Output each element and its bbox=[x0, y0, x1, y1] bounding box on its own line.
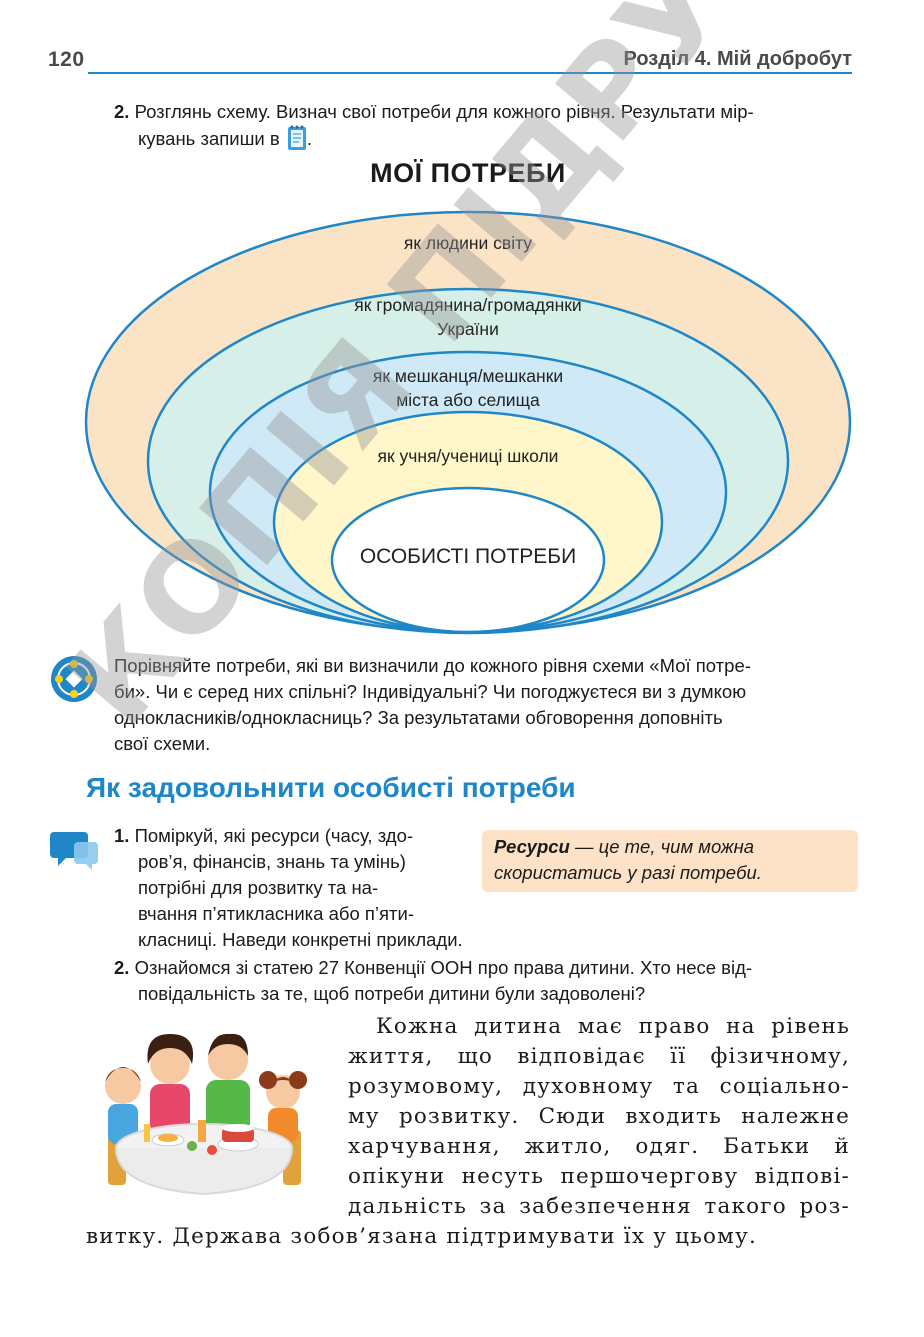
level-citizen-label-2: України bbox=[437, 319, 499, 339]
level-citizen-label-1: як громадянина/громадянки bbox=[354, 295, 582, 315]
task-2-instruction: 2. Розглянь схему. Визнач свої потреби д… bbox=[114, 99, 854, 125]
level-resident-label-1: як мешканця/мешканки bbox=[372, 366, 564, 386]
discussion-text: Порівняйте потреби, які ви визначили до … bbox=[114, 653, 852, 757]
section-heading: Як задовольнити особисті потреби bbox=[86, 772, 576, 803]
task-1: 1. Поміркуй, які ресурси (часу, здо- ров… bbox=[114, 823, 466, 953]
task-1-number: 1. bbox=[114, 825, 130, 846]
definition-term: Ресурси bbox=[494, 836, 570, 857]
article-line1: Кожна дитина має право на рівень bbox=[376, 1014, 850, 1039]
article-line3: розумовому, духовному та соціально- bbox=[348, 1074, 850, 1099]
section-title: Розділ 4. Мій добробут bbox=[623, 48, 852, 70]
speech-bubbles-icon bbox=[50, 830, 100, 877]
article-excerpt: Кожна дитина має право на рівень життя, … bbox=[348, 1012, 850, 1222]
article-line5: харчування, житло, одяг. Батьки й bbox=[348, 1134, 850, 1159]
discussion-line4: свої схеми. bbox=[114, 733, 211, 754]
task-1-line4: вчання п’ятикласника або п’яти- bbox=[138, 903, 415, 924]
definition-box bbox=[482, 830, 858, 892]
family-dinner-illustration bbox=[88, 1020, 320, 1205]
article-line6: опікуни несуть першочергову відпові- bbox=[348, 1164, 850, 1189]
task-2b-line2: повідальність за те, щоб потреби дитини … bbox=[138, 983, 646, 1004]
level-personal-label: ОСОБИСТІ ПОТРЕБИ bbox=[359, 545, 577, 568]
level-student-label: як учня/учениці школи bbox=[377, 446, 559, 466]
task-1-line2: ров’я, фінансів, знань та умінь) bbox=[138, 851, 406, 872]
task-2-line2-end: . bbox=[306, 128, 313, 149]
group-discussion-icon bbox=[50, 655, 98, 708]
definition-line2: скористатись у разі потреби. bbox=[494, 862, 762, 883]
diagram-title: МОЇ ПОТРЕБИ bbox=[370, 158, 566, 188]
task-2-line1: Розглянь схему. Визнач свої потреби для … bbox=[134, 101, 754, 122]
task-2b-line1: Ознайомся зі статею 27 Конвенції ООН про… bbox=[134, 957, 753, 978]
page-number: 120 bbox=[48, 48, 85, 71]
task-1-line1: Поміркуй, які ресурси (часу, здо- bbox=[134, 825, 414, 846]
notebook-icon bbox=[287, 125, 307, 151]
discussion-line3: однокласників/однокласниць? За результат… bbox=[114, 707, 723, 728]
level-personal-ellipse bbox=[330, 486, 606, 634]
article-line2: життя, що відповідає її фізичному, bbox=[348, 1044, 850, 1069]
definition-text: Ресурси — це те, чим можна скористатись … bbox=[494, 834, 850, 886]
article-last-line: витку. Держава зобов’язана підтримувати … bbox=[86, 1224, 757, 1249]
discussion-line2: би». Чи є серед них спільні? Індивідуаль… bbox=[114, 681, 747, 702]
task-2b-number: 2. bbox=[114, 957, 130, 978]
article-line4: му розвитку. Сюди входить належне bbox=[348, 1104, 850, 1129]
task-1-line3: потрібні для розвитку та на- bbox=[138, 877, 379, 898]
task-2-line2-wrap: кувань запиши в . bbox=[138, 125, 312, 152]
task-2-line2: кувань запиши в bbox=[138, 128, 280, 149]
level-world-label: як людини світу bbox=[403, 233, 533, 253]
definition-line1: — це те, чим можна bbox=[569, 836, 755, 857]
header-rule bbox=[88, 72, 852, 74]
needs-diagram bbox=[84, 210, 852, 635]
discussion-line1: Порівняйте потреби, які ви визначили до … bbox=[114, 655, 751, 676]
task-2b: 2. Ознайомся зі статею 27 Конвенції ООН … bbox=[114, 955, 854, 1007]
article-line7: дальність за забезпечення такого роз- bbox=[348, 1194, 850, 1219]
task-1-line5: класниці. Наведи конкретні приклади. bbox=[138, 929, 463, 950]
task-2-number: 2. bbox=[114, 101, 130, 122]
level-resident-label-2: міста або селища bbox=[396, 390, 540, 410]
